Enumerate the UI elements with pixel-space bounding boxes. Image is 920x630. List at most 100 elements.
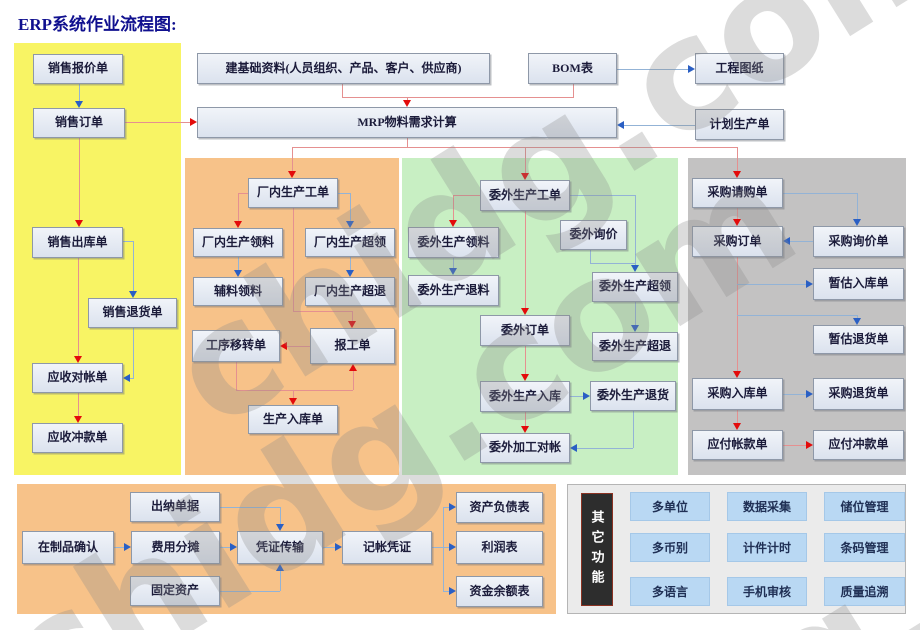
node-journal-voucher: 记帐凭证 [342,531,432,564]
connector-line [453,195,480,196]
connector-line [617,69,688,70]
connector-line [525,147,526,173]
arrowhead [403,100,411,107]
connector-line [737,315,857,316]
node-planned-order: 计划生产单 [695,109,784,140]
node-sales-quote: 销售报价单 [33,54,123,84]
connector-line [292,147,737,148]
connector-line [407,138,408,147]
node-purch-request: 采购请购单 [692,178,783,208]
arrowhead [631,325,639,332]
node-aux-pick: 辅料领料 [193,277,283,306]
node-prod-wo: 厂内生产工单 [248,178,338,208]
connector-line [280,571,281,591]
node-est-receipt: 暂估入库单 [813,268,904,300]
connector-line [220,507,280,508]
arrowhead [335,543,342,551]
arrowhead [631,265,639,272]
feature-barcode-mgmt: 条码管理 [824,533,905,562]
node-prod-over: 厂内生产超领 [305,228,395,257]
connector-line [79,138,80,220]
connector-line [220,547,230,548]
node-ap-bill: 应付帐款单 [692,430,783,460]
connector-line [453,258,454,269]
arrowhead [75,220,83,227]
node-sales-order: 销售订单 [33,108,125,138]
node-out-recon: 委外加工对帐 [480,433,570,463]
connector-line [573,84,574,97]
connector-line [236,362,237,390]
connector-line [407,97,408,101]
node-income-stmt: 利润表 [456,531,543,564]
arrowhead [521,173,529,180]
connector-line [280,507,281,524]
arrowhead [280,342,287,350]
feature-multi-unit: 多单位 [630,492,710,521]
page-title: ERP系统作业流程图: [18,15,177,34]
node-expense-alloc: 费用分摊 [131,531,220,564]
connector-line [737,284,806,285]
connector-line [292,147,293,171]
connector-line [525,346,526,374]
arrowhead [521,426,529,433]
connector-line [590,263,635,264]
arrowhead [288,171,296,178]
connector-line [737,257,738,371]
arrowhead [449,503,456,511]
node-prod-pick: 厂内生产领料 [193,228,283,257]
arrowhead [289,398,297,405]
feature-multi-lang: 多语言 [630,577,710,606]
node-out-over-return: 委外生产超退 [592,332,678,361]
node-fixed-assets: 固定资产 [130,576,220,606]
feature-bin-mgmt: 储位管理 [824,492,905,521]
connector-line [236,390,353,391]
connector-line [624,125,695,126]
connector-line [443,547,449,548]
arrowhead [346,221,354,228]
connector-line [133,328,134,378]
node-out-over: 委外生产超领 [592,272,678,302]
node-purch-return: 采购退货单 [813,378,904,410]
arrowhead [853,318,861,325]
arrowhead [783,237,790,245]
arrowhead [733,423,741,430]
arrowhead [276,524,284,531]
connector-line [238,193,239,221]
connector-line [443,507,444,591]
connector-line [577,448,633,449]
connector-line [287,346,310,347]
node-out-po: 委外订单 [480,315,570,346]
arrowhead [449,220,457,227]
connector-line [123,241,134,242]
arrowhead [733,371,741,378]
node-out-inquiry: 委外询价 [560,220,627,250]
connector-line [783,394,806,395]
connector-line [238,257,239,271]
connector-line [79,84,80,101]
node-base-data: 建基础资料(人员组织、产品、客户、供应商) [197,53,490,84]
connector-line [590,250,591,263]
connector-line [737,410,738,423]
node-sales-shipment: 销售出库单 [32,227,123,258]
node-ap-writeoff: 应付冲款单 [813,430,904,460]
node-purch-inquiry: 采购询价单 [813,226,904,257]
connector-line [635,195,636,265]
connector-line [350,257,351,271]
connector-line [737,147,738,171]
node-purch-order: 采购订单 [692,226,783,257]
connector-line [633,411,634,448]
connector-line [857,315,858,319]
node-prod-over-return: 厂内生产超退 [305,277,395,306]
node-voucher-transfer: 凭证传输 [237,531,323,564]
node-purch-receipt: 采购入库单 [692,378,783,410]
region-purchasing [688,158,906,475]
arrowhead [449,587,456,595]
connector-line [635,302,636,325]
node-process-transfer: 工序移转单 [192,330,280,362]
arrowhead [276,564,284,571]
connector-line [342,84,343,97]
arrowhead [853,219,861,226]
feature-multi-currency: 多币别 [630,533,710,562]
arrowhead [806,390,813,398]
connector-line [432,547,443,548]
